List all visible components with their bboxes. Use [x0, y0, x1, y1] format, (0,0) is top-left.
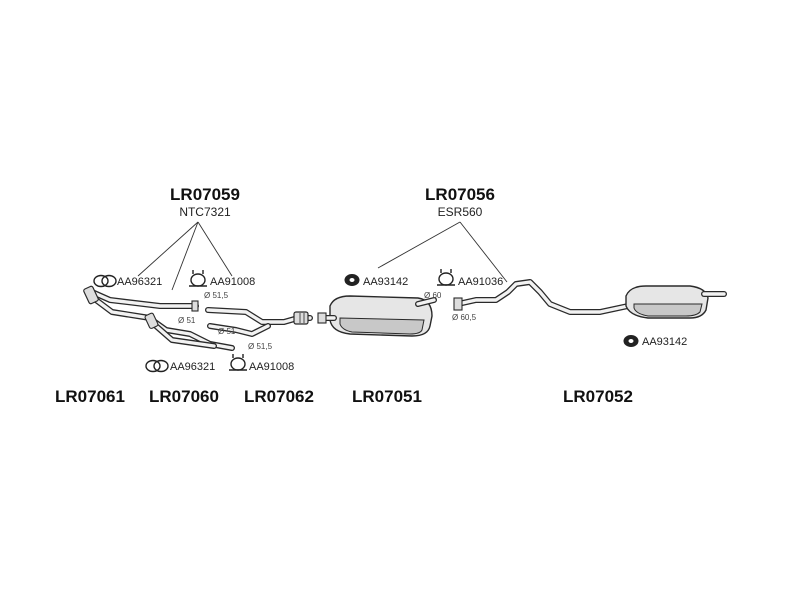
leader-line	[459, 221, 508, 283]
accessory-1: AA96321	[93, 274, 162, 288]
accessory-4: AA91008	[229, 354, 294, 373]
u-bolt-clamp-icon	[189, 270, 207, 287]
accessory-5: AA93142	[344, 274, 408, 288]
kit-oem-code-2: ESR560	[438, 205, 483, 219]
part-number-labels: LR07061 LR07060 LR07062 LR07051 LR07052	[55, 387, 633, 406]
part-number-lr07051: LR07051	[352, 387, 422, 406]
accessory-code-1: AA96321	[117, 276, 162, 288]
accessory-2: AA91008	[189, 270, 255, 288]
u-bolt-clamp-icon	[437, 269, 455, 286]
leader-line	[171, 221, 199, 291]
kit-oem-code-1: NTC7321	[179, 205, 231, 219]
front-pipe-lr07061	[83, 285, 199, 321]
accessory-code-5: AA93142	[363, 276, 408, 288]
accessory-code-3: AA96321	[170, 361, 215, 373]
y-pipe-lr07062	[205, 307, 313, 337]
leader-line	[197, 221, 233, 277]
dimension-label: Ø 51,5	[248, 342, 273, 351]
dimension-labels: Ø 51,5 Ø 51 Ø 51 Ø 51,5 Ø 60 Ø 60,5	[178, 291, 477, 351]
dimension-label: Ø 51,5	[204, 291, 229, 300]
part-number-lr07062: LR07062	[244, 387, 314, 406]
accessory-7: AA93142	[623, 335, 687, 348]
accessory-code-4: AA91008	[249, 361, 294, 373]
pipe-clamp-icon	[145, 359, 169, 373]
rear-silencer-lr07052	[453, 279, 727, 319]
u-bolt-clamp-icon	[229, 354, 247, 371]
rubber-mount-icon	[344, 274, 360, 286]
kit-group-1: LR07059 NTC7321	[170, 185, 240, 219]
rubber-mount-icon	[623, 335, 639, 347]
accessory-6: AA91036	[437, 269, 503, 288]
accessory-code-7: AA93142	[642, 336, 687, 348]
kit-code-1: LR07059	[170, 185, 240, 204]
accessory-3: AA96321	[145, 359, 215, 373]
dimension-label: Ø 60	[424, 291, 442, 300]
accessory-code-2: AA91008	[210, 276, 255, 288]
kit-leader-lines	[137, 221, 508, 291]
part-number-lr07061: LR07061	[55, 387, 125, 406]
pipe-clamp-icon	[93, 274, 117, 288]
dimension-label: Ø 51	[218, 327, 236, 336]
part-number-lr07060: LR07060	[149, 387, 219, 406]
intermediate-pipe-lr07060	[144, 312, 235, 351]
leader-line	[137, 221, 199, 277]
centre-silencer-lr07051	[317, 295, 437, 337]
part-number-lr07052: LR07052	[563, 387, 633, 406]
kit-group-2: LR07056 ESR560	[425, 185, 495, 219]
dimension-label: Ø 51	[178, 316, 196, 325]
dimension-label: Ø 60,5	[452, 313, 477, 322]
kit-code-2: LR07056	[425, 185, 495, 204]
leader-line	[377, 221, 461, 269]
accessory-code-6: AA91036	[458, 276, 503, 288]
